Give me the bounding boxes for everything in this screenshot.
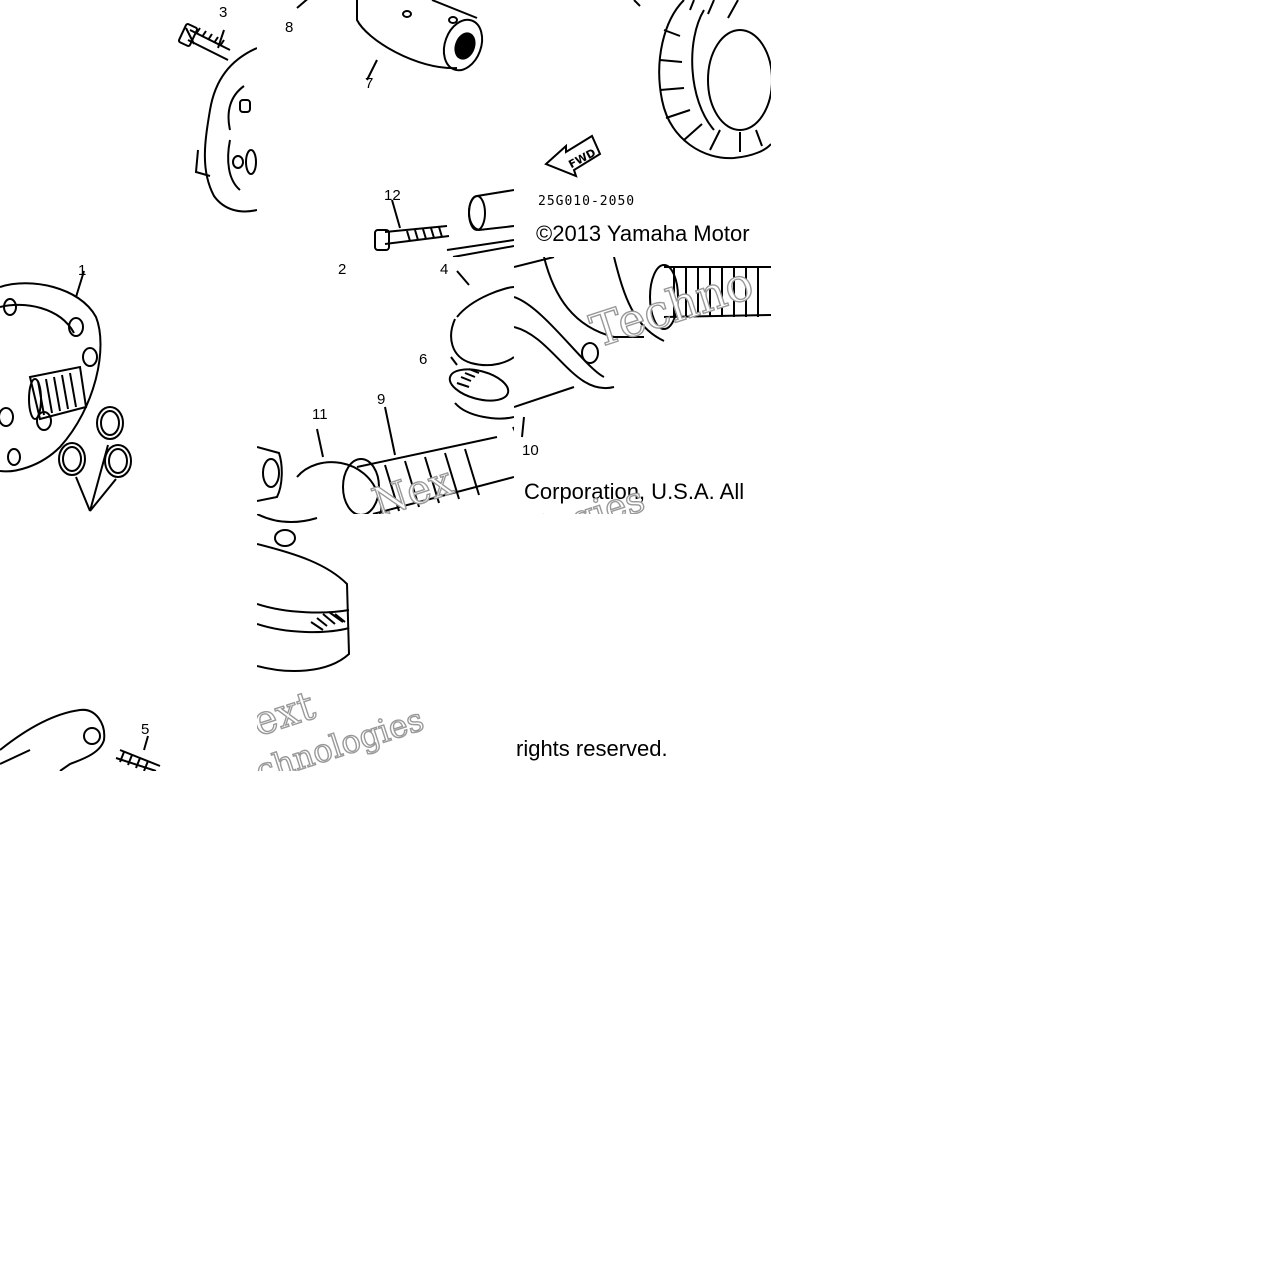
callout-6: 6 [419, 351, 428, 368]
callout-3: 3 [219, 4, 228, 21]
tile-bracket: 5 [0, 514, 257, 771]
callout-11: 11 [312, 406, 328, 423]
drawing-code: 25G010-2050 [538, 194, 636, 209]
tile-cover-copyright: FWD 25G010-2050 ©2013 Yamaha Motor [514, 0, 771, 257]
tile-housing-bolt: 3 [0, 0, 257, 257]
copyright-line-2: Corporation, U.S.A. All [524, 479, 745, 504]
tile-copyright: rights reserved. [514, 514, 771, 771]
callout-7: 7 [365, 75, 374, 92]
cover-drawing: FWD [544, 0, 771, 178]
filter-element-drawing [514, 257, 771, 438]
bowl-drawing [257, 514, 351, 672]
callout-4: 4 [440, 261, 449, 278]
callout-8: 8 [285, 19, 294, 36]
tile-filter-cap: 2 4 6 9 11 Nex [257, 257, 514, 514]
tile-filter-element: 10 Corporation, U.S.A. All Techno ologie… [514, 257, 771, 514]
copyright-line-1: ©2013 Yamaha Motor [536, 221, 750, 246]
callout-1: 1 [78, 262, 87, 279]
callout-12: 12 [384, 187, 401, 204]
flange-drawing [0, 270, 132, 512]
filter-cap-drawing [257, 270, 514, 514]
callout-2: 2 [338, 261, 347, 278]
callout-10: 10 [522, 442, 539, 459]
tile-bowl: ext chnologies [257, 514, 514, 771]
tile-sleeve: 8 7 12 [257, 0, 514, 257]
bracket-drawing [0, 708, 161, 771]
callout-5: 5 [141, 721, 150, 738]
callout-9: 9 [377, 391, 386, 408]
tile-flange: 1 [0, 257, 257, 514]
housing-bolt-drawing [177, 23, 257, 213]
copyright-line-3: rights reserved. [516, 736, 668, 761]
sleeve-drawing [296, 0, 514, 257]
